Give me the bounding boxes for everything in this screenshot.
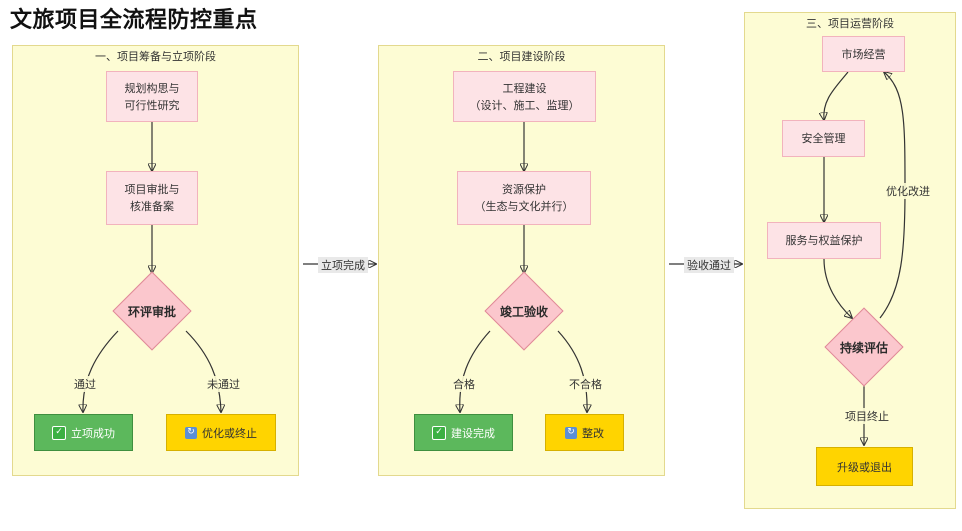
decision-continuous-eval-label: 持续评估	[839, 340, 888, 355]
connector-acceptance-passed-label: 验收通过	[684, 257, 734, 273]
node-project-approval: 项目审批与 核准备案	[106, 171, 198, 225]
edge-s3-end-label: 项目终止	[843, 408, 891, 424]
edge-s2-no	[557, 330, 587, 412]
edge-s3-service-decision	[823, 258, 852, 318]
node-feasibility-study: 规划构思与 可行性研究	[106, 71, 198, 122]
decision-acceptance-label: 竣工验收	[499, 304, 548, 319]
result-upgrade-or-exit-label: 升级或退出	[837, 460, 892, 474]
stage-1-title: 一、项目筹备与立项阶段	[95, 50, 216, 63]
edge-s3-market-safety	[824, 71, 849, 120]
node-market-operation-label: 市场经营	[841, 47, 886, 61]
node-market-operation: 市场经营	[822, 36, 905, 72]
node-feasibility-study-label: 规划构思与 可行性研究	[124, 81, 180, 112]
edge-s2-no-label: 不合格	[567, 376, 604, 392]
edge-s1-no-label: 未通过	[205, 376, 242, 392]
node-construction-label: 工程建设 （设计、施工、监理）	[469, 81, 580, 112]
redo-icon: ↻	[565, 426, 577, 439]
edge-s2-yes	[460, 330, 491, 412]
result-rectify: ↻ 整改	[545, 414, 624, 451]
check-icon: ✓	[432, 425, 446, 440]
node-resource-protection: 资源保护 （生态与文化并行）	[457, 171, 591, 225]
result-project-approved: ✓ 立项成功	[34, 414, 133, 451]
result-project-approved-label: 立项成功	[71, 426, 115, 440]
node-service-rights: 服务与权益保护	[767, 222, 881, 259]
edge-s1-yes-label: 通过	[72, 376, 98, 392]
diagram-title: 文旅项目全流程防控重点	[10, 8, 258, 33]
edge-s3-loop-label: 优化改进	[884, 183, 932, 199]
decision-eia-label: 环评审批	[127, 304, 176, 319]
stage-3-title: 三、项目运营阶段	[806, 17, 894, 30]
result-construction-complete: ✓ 建设完成	[414, 414, 513, 451]
node-project-approval-label: 项目审批与 核准备案	[124, 183, 180, 213]
check-icon: ✓	[52, 425, 66, 440]
edge-s1-no	[185, 330, 221, 412]
connector-project-approved-label: 立项完成	[318, 257, 368, 273]
node-construction: 工程建设 （设计、施工、监理）	[453, 71, 596, 122]
stage-3-container: 三、项目运营阶段	[744, 12, 956, 509]
result-construction-complete-label: 建设完成	[451, 426, 495, 440]
edge-s1-yes	[83, 330, 119, 412]
node-safety-management-label: 安全管理	[801, 132, 846, 145]
redo-icon: ↻	[185, 426, 197, 439]
result-optimize-or-stop: ↻ 优化或终止	[166, 414, 276, 451]
node-resource-protection-label: 资源保护 （生态与文化并行）	[474, 183, 574, 213]
node-service-rights-label: 服务与权益保护	[785, 234, 863, 247]
edge-s2-yes-label: 合格	[451, 376, 477, 392]
result-rectify-label: 整改	[582, 426, 604, 440]
stage-2-title: 二、项目建设阶段	[477, 50, 566, 63]
result-upgrade-or-exit: 升级或退出	[816, 447, 913, 486]
node-safety-management: 安全管理	[782, 120, 865, 157]
result-optimize-or-stop-label: 优化或终止	[202, 426, 257, 440]
